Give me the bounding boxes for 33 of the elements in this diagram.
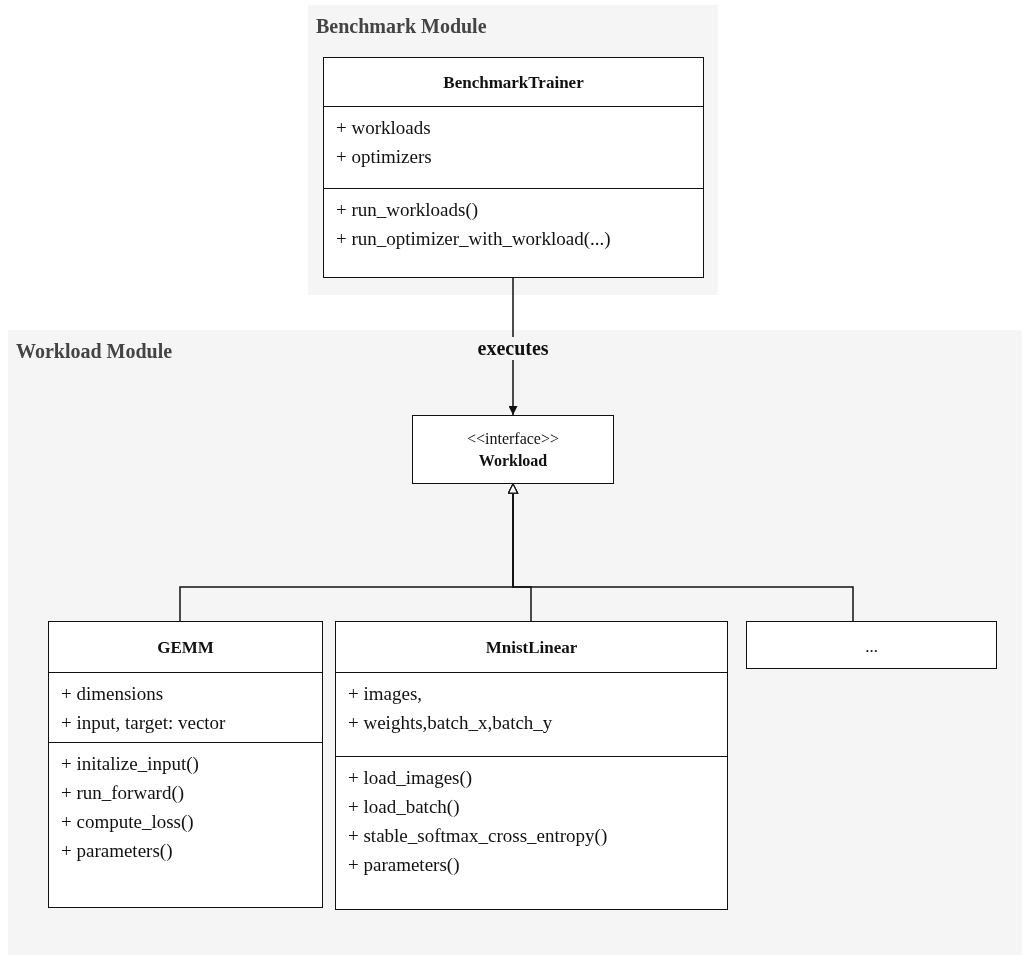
class-box: [48, 621, 323, 908]
method-text: + load_batch(): [348, 795, 460, 819]
method-text: + run_forward(): [61, 781, 185, 805]
module-heading: Benchmark Module: [316, 15, 487, 38]
module-panel: [308, 5, 718, 295]
class-name: BenchmarkTrainer: [443, 71, 584, 94]
class-box: [746, 621, 997, 669]
interface-name: Workload: [478, 450, 548, 471]
method-text: + initalize_input(): [61, 752, 199, 776]
module-heading: Workload Module: [16, 340, 173, 363]
method-text: + run_workloads(): [336, 198, 479, 222]
class-name: MnistLinear: [485, 636, 578, 659]
class-box: [323, 57, 704, 278]
method-text: + stable_softmax_cross_entropy(): [348, 824, 608, 848]
class-name: ...: [865, 635, 878, 658]
method-text: + load_images(): [348, 766, 473, 790]
attribute-text: + optimizers: [336, 145, 432, 169]
method-text: + parameters(): [61, 839, 173, 863]
attribute-text: + images,: [348, 682, 423, 706]
module-panel: [8, 330, 1022, 955]
inheritance-arrow: [507, 483, 854, 622]
class-name: GEMM: [157, 636, 214, 659]
interface-box: [412, 415, 614, 484]
attribute-text: + dimensions: [61, 682, 164, 706]
method-text: + parameters(): [348, 853, 460, 877]
attribute-text: + weights,batch_x,batch_y: [348, 711, 553, 735]
method-text: + run_optimizer_with_workload(...): [336, 227, 611, 251]
class-box: [335, 621, 728, 910]
method-text: + compute_loss(): [61, 810, 194, 834]
stereotype-label: <<interface>>: [466, 428, 559, 449]
edge-label: executes: [475, 337, 551, 360]
attribute-text: + input, target: vector: [61, 711, 226, 735]
attribute-text: + workloads: [336, 116, 431, 140]
